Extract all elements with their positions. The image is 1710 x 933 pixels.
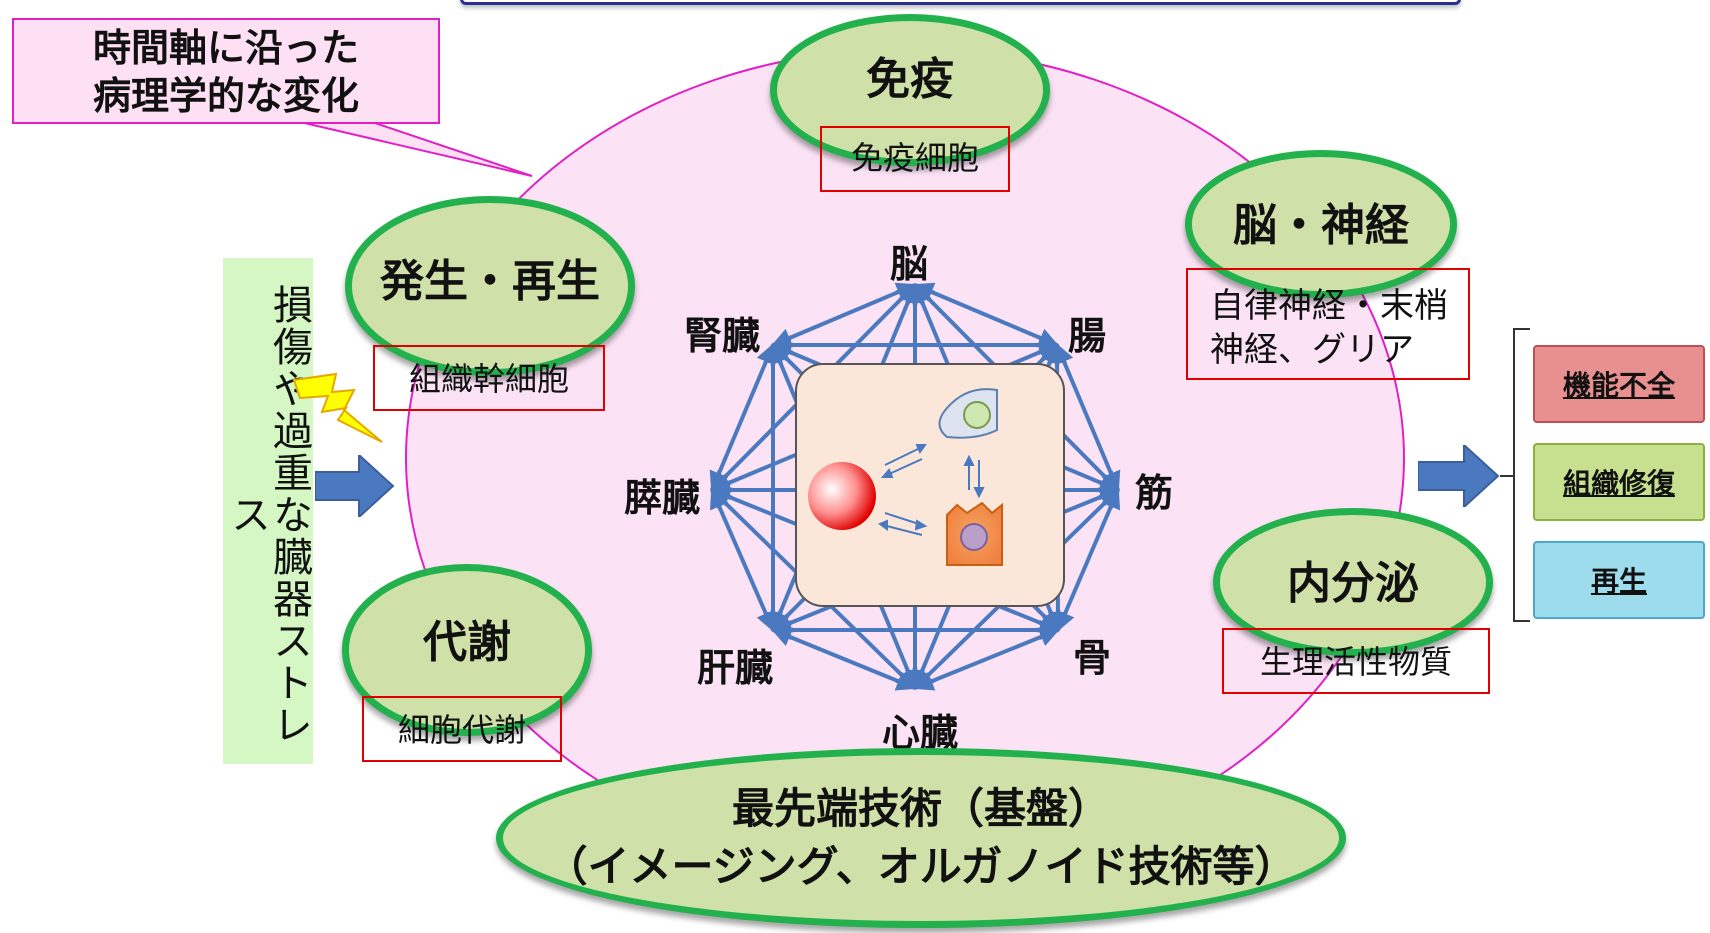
organ-liver: 肝臓 bbox=[697, 646, 774, 690]
technology-foundation: 最先端技術（基盤） （イメージング、オルガノイド技術等） bbox=[496, 748, 1346, 928]
theme-neuro-sub: 自律神経・末梢 神経、グリア bbox=[1186, 268, 1470, 380]
cell-interaction-box bbox=[795, 363, 1065, 607]
theme-metabolism-title: 代謝 bbox=[423, 617, 511, 668]
title-bar bbox=[460, 0, 1461, 5]
outcome-repair-label: 組織修復 bbox=[1562, 467, 1675, 500]
link-liver-pancreas bbox=[710, 488, 775, 632]
organ-intestine: 腸 bbox=[1068, 314, 1107, 358]
theme-development-title: 発生・再生 bbox=[380, 256, 600, 307]
outcome-repair: 組織修復 bbox=[1533, 443, 1705, 521]
organ-kidney: 腎臓 bbox=[684, 314, 761, 358]
theme-endocrine: 内分泌 bbox=[1213, 508, 1493, 656]
organ-pancreas: 膵臓 bbox=[624, 476, 701, 520]
theme-neuro-title: 脳・神経 bbox=[1233, 200, 1409, 251]
outcome-bracket bbox=[1500, 328, 1530, 622]
theme-immune-title: 免疫 bbox=[866, 54, 954, 105]
theme-development-sub: 組織幹細胞 bbox=[373, 345, 605, 411]
organ-muscle: 筋 bbox=[1135, 471, 1174, 515]
theme-metabolism-sub: 細胞代謝 bbox=[362, 696, 562, 762]
stress-label: 損傷や過重な臓器ストレス bbox=[223, 258, 313, 764]
lightning-icon bbox=[292, 372, 383, 443]
callout-line1: 時間軸に沿った bbox=[92, 26, 359, 70]
theme-endocrine-sub: 生理活性物質 bbox=[1222, 628, 1490, 694]
cells-illustration bbox=[808, 388, 1003, 566]
theme-metabolism: 代謝 bbox=[342, 564, 592, 736]
technology-line2: （イメージング、オルガノイド技術等） bbox=[545, 842, 1297, 891]
link-pancreas-kidney bbox=[709, 343, 776, 492]
input-arrow-icon bbox=[315, 455, 395, 517]
organ-brain: 脳 bbox=[890, 242, 929, 286]
outcome-dysfunction: 機能不全 bbox=[1533, 345, 1705, 423]
organ-bone: 骨 bbox=[1073, 636, 1112, 680]
output-arrow-icon bbox=[1418, 445, 1500, 507]
theme-endocrine-title: 内分泌 bbox=[1287, 558, 1419, 609]
outcome-regeneration-label: 再生 bbox=[1590, 565, 1647, 598]
technology-line1: 最先端技術（基盤） bbox=[731, 784, 1110, 833]
stress-text: 損傷や過重な臓器ストレス bbox=[224, 284, 312, 746]
outcome-regeneration: 再生 bbox=[1533, 541, 1705, 619]
theme-immune: 免疫 bbox=[770, 14, 1050, 166]
theme-neuro: 脳・神経 bbox=[1185, 150, 1457, 298]
callout-box: 時間軸に沿った 病理学的な変化 bbox=[12, 18, 440, 124]
callout-line2: 病理学的な変化 bbox=[92, 74, 359, 118]
outcome-dysfunction-label: 機能不全 bbox=[1562, 369, 1675, 402]
red-cell-icon bbox=[808, 462, 876, 530]
theme-immune-sub: 免疫細胞 bbox=[820, 126, 1010, 192]
